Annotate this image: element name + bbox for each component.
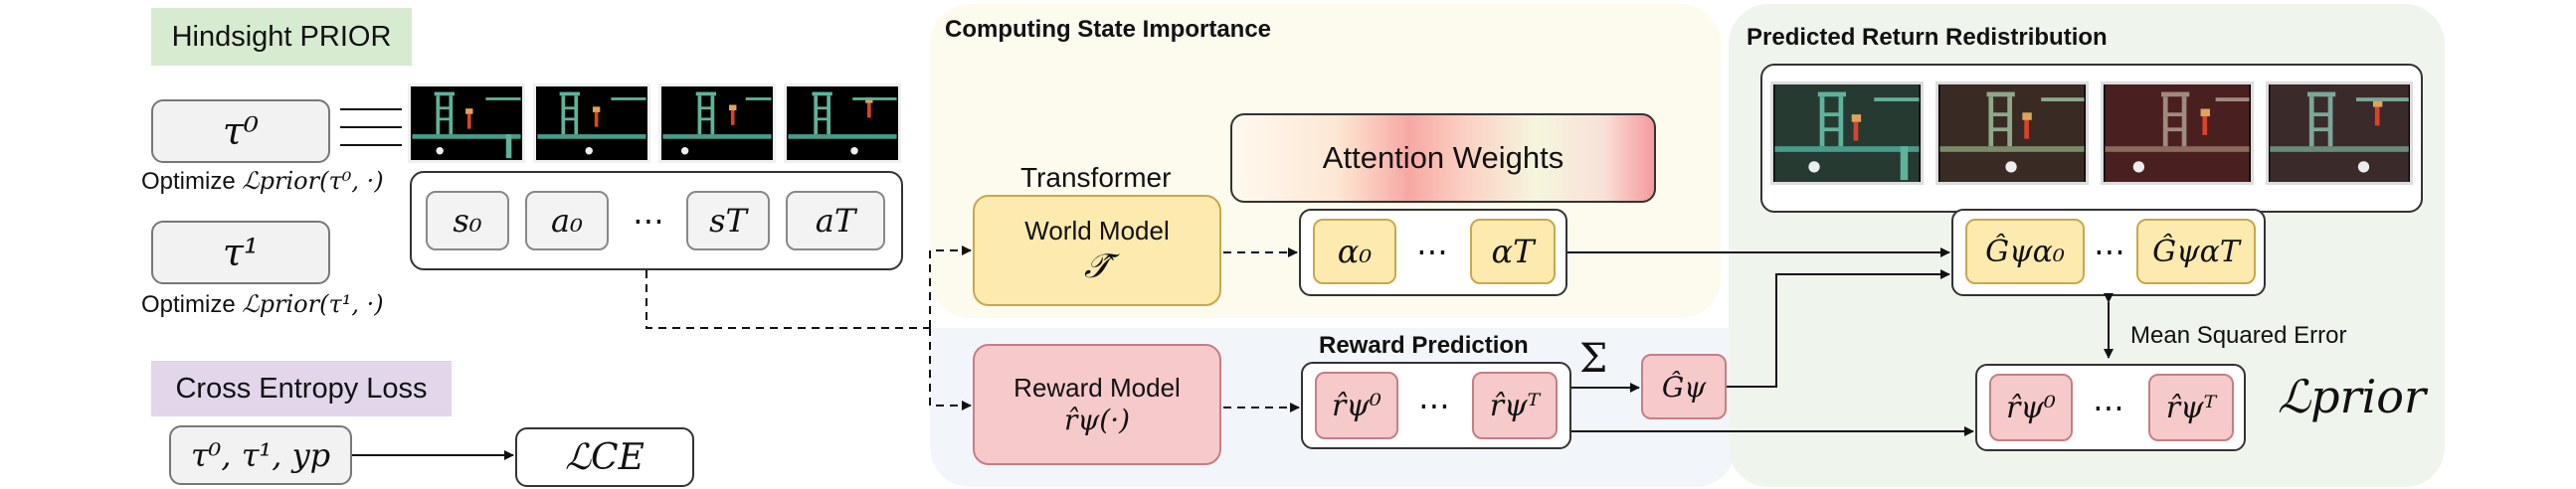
weighted-ellipsis: ⋯ xyxy=(2094,234,2125,269)
alpha-ellipsis: ⋯ xyxy=(1416,234,1448,269)
token-alphaT: αT xyxy=(1470,219,1556,284)
optimize-prefix-1: Optimize xyxy=(141,291,243,318)
attention-weights-box: Attention Weights xyxy=(1230,113,1656,203)
reward-model-box: Reward Model r̂ψ(·) xyxy=(973,344,1221,465)
optimize-tau1-formula: ℒprior(τ¹, ·) xyxy=(242,290,384,318)
token-alpha0: α₀ xyxy=(1313,219,1396,284)
sequence-ellipsis: ⋯ xyxy=(633,203,664,239)
reward-prediction-title: Reward Prediction xyxy=(1319,332,1529,359)
computing-state-title: Computing State Importance xyxy=(945,16,1272,43)
optimize-tau1-caption: Optimize ℒprior(τ¹, ·) xyxy=(141,290,384,319)
sum-symbol: Σ xyxy=(1579,336,1608,382)
optimize-tau0-caption: Optimize ℒprior(τ⁰, ·) xyxy=(141,167,384,196)
token-target-r0-label: r̂ψ⁰ xyxy=(2006,390,2056,425)
g-hat-label: Ĝψ xyxy=(1661,370,1707,404)
token-alpha0-label: α₀ xyxy=(1337,233,1373,270)
redistributed-frame-4 xyxy=(2266,82,2413,185)
ce-loss-symbol: ℒCE xyxy=(565,436,644,478)
optimize-tau0-formula: ℒprior(τ⁰, ·) xyxy=(242,167,384,195)
token-target-rT-label: r̂ψᵀ xyxy=(2165,390,2217,425)
redistributed-frame-2 xyxy=(1935,82,2089,185)
token-aT-label: aT xyxy=(815,202,856,240)
reward-model-symbol: r̂ψ(·) xyxy=(1063,404,1131,436)
transformer-label: Transformer xyxy=(1020,162,1172,193)
token-g-alpha0: Ĝψα₀ xyxy=(1965,219,2085,284)
redistributed-frame-3 xyxy=(2101,82,2254,185)
trajectory-0-symbol: τ⁰ xyxy=(222,109,260,153)
ce-inputs-box: τ⁰, τ¹, yp xyxy=(169,425,352,485)
trajectory-1-box: τ¹ xyxy=(151,221,330,284)
token-r0: r̂ψ⁰ xyxy=(1315,372,1398,439)
hindsight-prior-title: Hindsight PRIOR xyxy=(171,20,392,53)
token-alphaT-label: αT xyxy=(1491,233,1535,270)
token-target-rT: r̂ψᵀ xyxy=(2148,374,2234,441)
game-frame-3 xyxy=(658,83,776,163)
token-r0-label: r̂ψ⁰ xyxy=(1332,388,1381,423)
mse-label: Mean Squared Error xyxy=(2130,322,2347,349)
token-rT-label: r̂ψᵀ xyxy=(1489,388,1541,423)
target-ellipsis: ⋯ xyxy=(2093,390,2124,425)
ce-inputs-text: τ⁰, τ¹, yp xyxy=(190,436,331,474)
trajectory-1-symbol: τ¹ xyxy=(222,231,260,274)
game-frame-1 xyxy=(408,83,525,163)
g-hat-box: Ĝψ xyxy=(1641,354,1727,419)
attention-weights-label: Attention Weights xyxy=(1322,140,1564,175)
token-a0-label: a₀ xyxy=(551,202,583,240)
token-s0-label: s₀ xyxy=(453,202,482,240)
reward-model-label: Reward Model xyxy=(1013,373,1181,403)
redistributed-frame-1 xyxy=(1770,82,1924,185)
trajectory-0-box: τ⁰ xyxy=(151,99,330,163)
optimize-prefix-0: Optimize xyxy=(141,168,243,195)
loss-prior-symbol: ℒprior xyxy=(2278,370,2426,423)
game-frame-2 xyxy=(533,83,650,163)
predicted-return-title: Predicted Return Redistribution xyxy=(1747,24,2108,51)
world-model-box: World Model 𝒯̂ xyxy=(973,195,1221,306)
token-sT-label: sT xyxy=(709,202,747,240)
token-g-alpha0-label: Ĝψα₀ xyxy=(1985,234,2065,269)
token-target-r0: r̂ψ⁰ xyxy=(1989,374,2073,441)
world-model-label: World Model xyxy=(1024,215,1170,245)
reward-ellipsis: ⋯ xyxy=(1418,388,1450,423)
token-s0: s₀ xyxy=(426,191,509,250)
sequence-dashed-branch xyxy=(645,270,930,329)
cross-entropy-title: Cross Entropy Loss xyxy=(175,372,428,405)
token-a0: a₀ xyxy=(525,191,609,250)
ce-loss-box: ℒCE xyxy=(515,427,694,487)
world-model-symbol: 𝒯̂ xyxy=(1083,245,1111,286)
game-frame-4 xyxy=(784,83,901,163)
token-sT: sT xyxy=(686,191,770,250)
token-rT: r̂ψᵀ xyxy=(1472,372,1558,439)
hindsight-prior-tag: Hindsight PRIOR xyxy=(151,8,412,66)
token-aT: aT xyxy=(786,191,885,250)
token-g-alphaT: ĜψαT xyxy=(2136,219,2256,284)
cross-entropy-tag: Cross Entropy Loss xyxy=(151,361,452,416)
token-g-alphaT-label: ĜψαT xyxy=(2152,234,2240,269)
